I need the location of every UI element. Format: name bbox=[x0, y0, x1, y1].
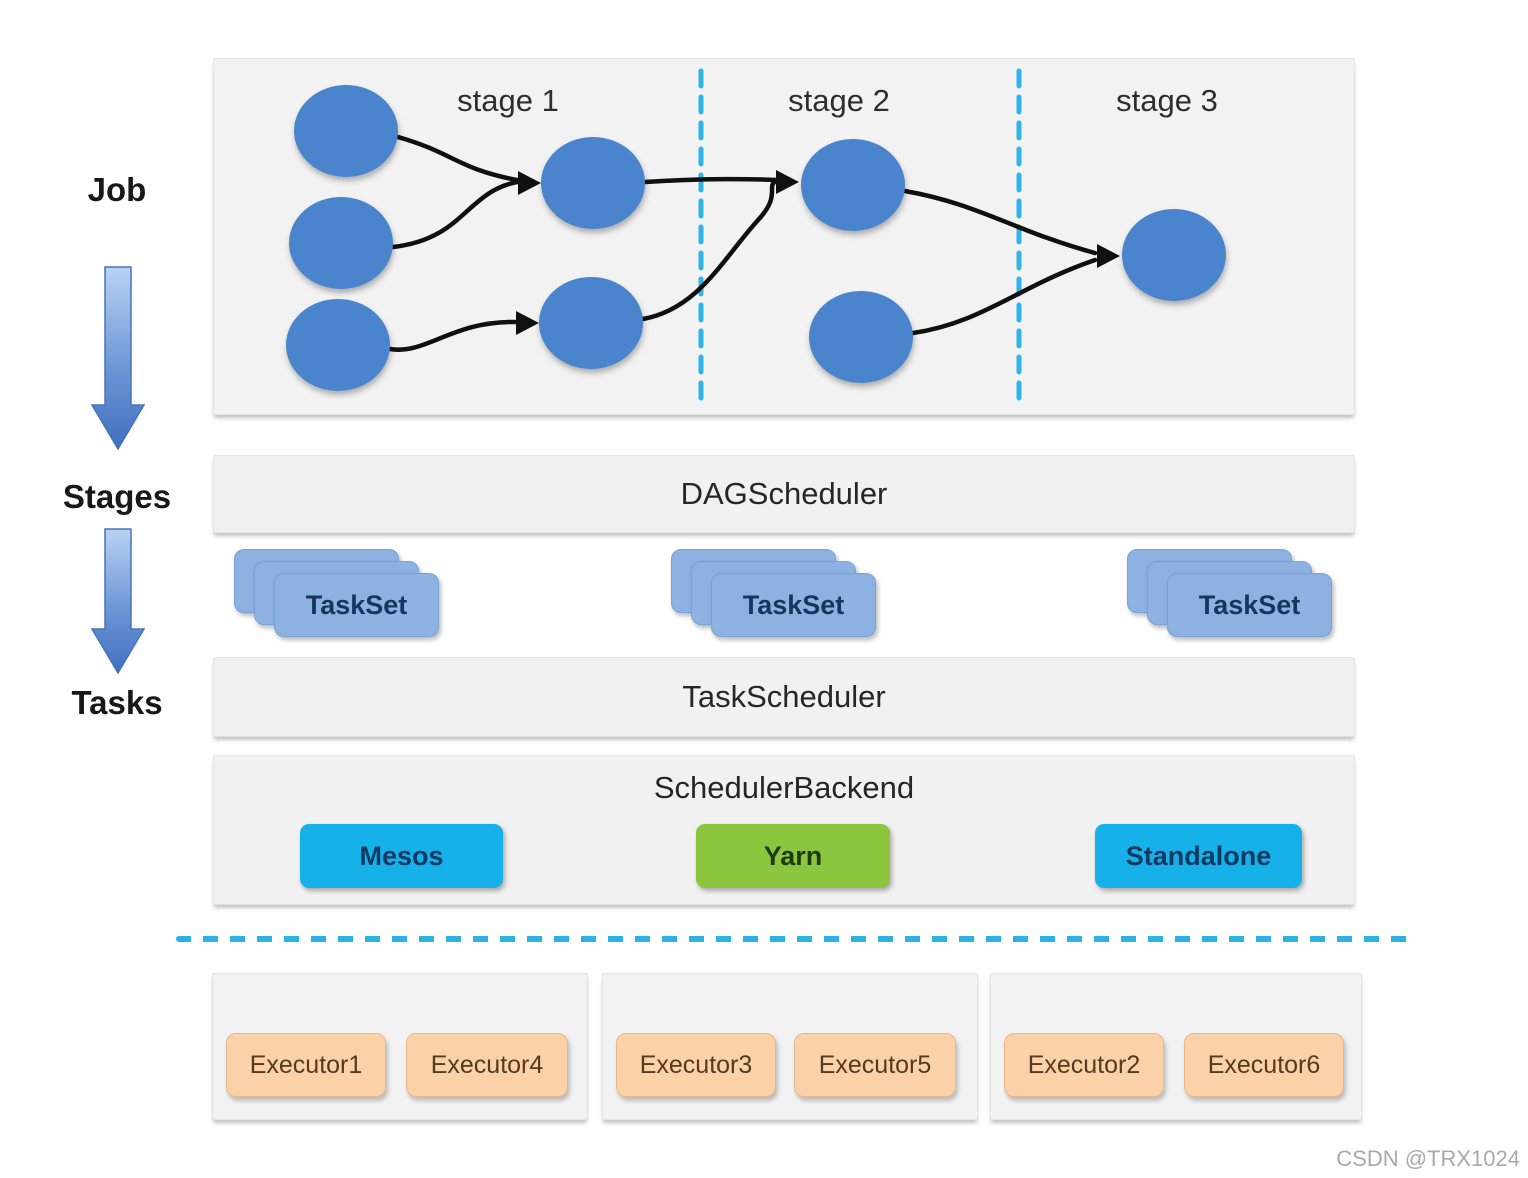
worker-panel: Executor3 Executor5 bbox=[602, 973, 978, 1120]
dag-graph bbox=[286, 68, 1226, 406]
dag-node bbox=[539, 277, 643, 369]
taskset-card-front: TaskSet bbox=[711, 573, 876, 637]
dag-edge bbox=[387, 319, 518, 352]
down-arrow-icon bbox=[90, 266, 146, 450]
executor-box: Executor1 bbox=[226, 1033, 386, 1097]
taskset-stack: TaskSet bbox=[671, 549, 877, 638]
executor-box: Executor4 bbox=[406, 1033, 568, 1097]
dag-edge bbox=[642, 176, 779, 185]
tasks-label: Tasks bbox=[71, 684, 163, 721]
scheduler-backend-panel: SchedulerBackend Mesos Yarn Standalone bbox=[213, 755, 1355, 905]
stage-2-label: stage 2 bbox=[788, 83, 890, 118]
dag-edge bbox=[390, 179, 520, 250]
stage-1-label: stage 1 bbox=[457, 83, 559, 118]
dag-edge bbox=[395, 134, 520, 183]
dag-edge bbox=[910, 257, 1098, 336]
executor-box: Executor6 bbox=[1184, 1033, 1344, 1097]
dag-edges bbox=[387, 134, 1098, 352]
executor-box: Executor3 bbox=[616, 1033, 776, 1097]
dag-node bbox=[294, 85, 398, 177]
executor-box: Executor5 bbox=[794, 1033, 956, 1097]
dag-stages-panel: stage 1 stage 2 stage 3 bbox=[213, 58, 1355, 415]
watermark-text: CSDN @TRX1024 bbox=[1336, 1146, 1520, 1171]
taskset-stack: TaskSet bbox=[234, 549, 440, 638]
dag-node bbox=[541, 137, 645, 229]
backend-yarn: Yarn bbox=[696, 824, 890, 888]
taskset-card-front: TaskSet bbox=[1167, 573, 1332, 637]
cluster-separator-dashed-line bbox=[176, 936, 1416, 942]
dag-node bbox=[286, 299, 390, 391]
stage-3-label: stage 3 bbox=[1116, 83, 1218, 118]
scheduler-backend-title: SchedulerBackend bbox=[653, 770, 915, 805]
dag-scheduler-bar: DAGScheduler bbox=[213, 455, 1355, 533]
dag-edge bbox=[902, 188, 1098, 256]
worker-panel: Executor1 Executor4 bbox=[212, 973, 588, 1120]
worker-panel: Executor2 Executor6 bbox=[990, 973, 1362, 1120]
taskset-stack: TaskSet bbox=[1127, 549, 1333, 638]
taskset-card-front: TaskSet bbox=[274, 573, 439, 637]
dag-edge bbox=[640, 178, 779, 322]
dag-nodes bbox=[286, 85, 1226, 391]
job-label: Job bbox=[87, 171, 147, 208]
dag-node bbox=[801, 139, 905, 231]
dag-arrowheads bbox=[516, 170, 1120, 335]
stages-label: Stages bbox=[62, 478, 172, 515]
backend-standalone: Standalone bbox=[1095, 824, 1302, 888]
down-arrow-icon bbox=[90, 528, 146, 674]
arrowhead-icon bbox=[516, 311, 539, 335]
executor-box: Executor2 bbox=[1004, 1033, 1164, 1097]
dag-node bbox=[289, 197, 393, 289]
arrowhead-icon bbox=[1097, 244, 1120, 268]
task-scheduler-bar: TaskScheduler bbox=[213, 657, 1355, 737]
dag-node bbox=[809, 291, 913, 383]
arrowhead-icon bbox=[776, 170, 799, 194]
dag-node bbox=[1122, 209, 1226, 301]
arrowhead-icon bbox=[518, 171, 541, 195]
backend-mesos: Mesos bbox=[300, 824, 503, 888]
